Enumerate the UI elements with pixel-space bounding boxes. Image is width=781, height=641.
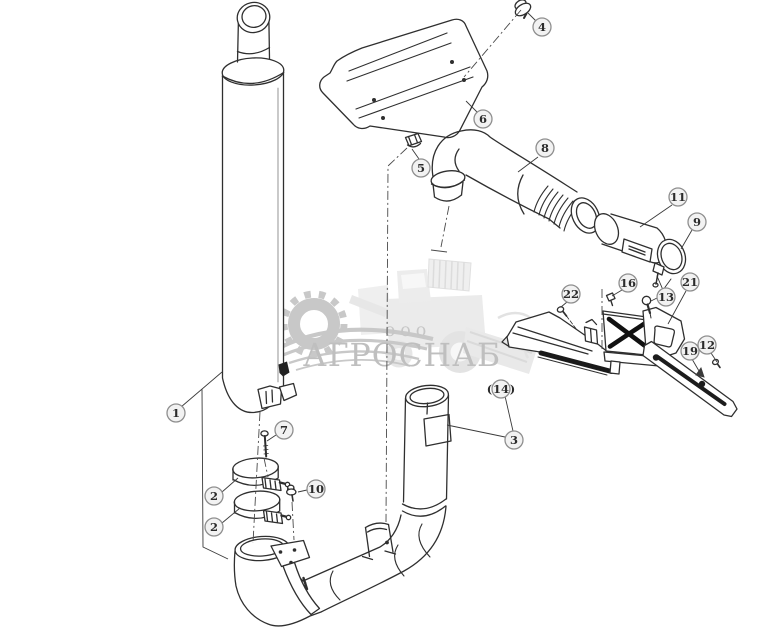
bolt-13 [641, 295, 652, 319]
svg-text:1: 1 [172, 406, 180, 420]
callout-16[interactable]: 16 [618, 273, 638, 293]
svg-text:21: 21 [682, 275, 698, 289]
heat-shield [319, 18, 489, 139]
callout-13[interactable]: 13 [656, 287, 676, 307]
svg-text:5: 5 [417, 161, 425, 175]
pipe-gusset-bracket [270, 539, 321, 616]
callout-2[interactable]: 2 [204, 486, 224, 506]
callout-7[interactable]: 7 [274, 420, 294, 440]
shield-mount-holes [372, 60, 466, 120]
leader-arrowhead [695, 367, 705, 378]
band-clamp-lower [233, 490, 292, 525]
callout-22[interactable]: 22 [561, 284, 581, 304]
svg-text:19: 19 [682, 344, 698, 358]
watermark: ооо АГРОСНАБ [280, 258, 539, 374]
combine-harvester-icon [349, 258, 539, 374]
nut-5 [404, 132, 423, 148]
pipe-strap-bracket [361, 522, 397, 561]
bolt-12 [711, 358, 721, 369]
svg-text:2: 2 [210, 489, 218, 503]
bolt-10 [286, 484, 297, 502]
svg-text:13: 13 [658, 290, 674, 304]
support-rail [642, 340, 738, 418]
callout-10[interactable]: 10 [306, 479, 326, 499]
callout-6[interactable]: 6 [473, 109, 493, 129]
leaf-spring-icon [280, 327, 434, 371]
svg-text:10: 10 [308, 482, 324, 496]
callout-leader-lines [180, 12, 718, 560]
watermark-org-form: ооо [385, 321, 432, 341]
svg-text:14: 14 [493, 382, 509, 396]
callout-8[interactable]: 8 [535, 138, 555, 158]
connector-sleeve [593, 213, 668, 264]
bolt-22 [556, 306, 578, 331]
callout-11[interactable]: 11 [668, 187, 688, 207]
svg-text:9: 9 [693, 215, 701, 229]
svg-text:4: 4 [538, 20, 546, 34]
lower-u-pipe [233, 384, 452, 627]
band-clamp-upper [232, 457, 291, 492]
callout-12[interactable]: 12 [697, 335, 717, 355]
guard-chute [501, 311, 617, 376]
svg-text:): ) [510, 382, 515, 396]
svg-text:6: 6 [479, 112, 487, 126]
svg-text:(: ( [487, 382, 492, 396]
callout-21[interactable]: 21 [680, 272, 700, 292]
callout-1[interactable]: 1 [166, 403, 186, 423]
svg-text:16: 16 [620, 276, 636, 290]
svg-text:7: 7 [280, 423, 288, 437]
upper-elbow-pipe [430, 129, 601, 234]
svg-text:8: 8 [541, 141, 549, 155]
callout-3[interactable]: 3 [504, 430, 524, 450]
svg-text:11: 11 [670, 190, 686, 204]
callout-5[interactable]: 5 [411, 158, 431, 178]
assembly-centerlines [252, 9, 603, 544]
callout-4[interactable]: 4 [532, 17, 552, 37]
svg-text:22: 22 [563, 287, 579, 301]
stud-7 [260, 430, 269, 458]
callout-14[interactable]: 14() [487, 379, 515, 399]
svg-text:2: 2 [210, 520, 218, 534]
svg-text:12: 12 [699, 338, 715, 352]
callout-2[interactable]: 2 [204, 517, 224, 537]
x-brace-plate [602, 310, 660, 375]
svg-text:3: 3 [510, 433, 518, 447]
watermark-brand: АГРОСНАБ [303, 338, 501, 374]
centerline-tick [430, 249, 448, 253]
callout-9[interactable]: 9 [687, 212, 707, 232]
muffler [221, 1, 298, 414]
callout-19[interactable]: 19 [680, 341, 700, 361]
